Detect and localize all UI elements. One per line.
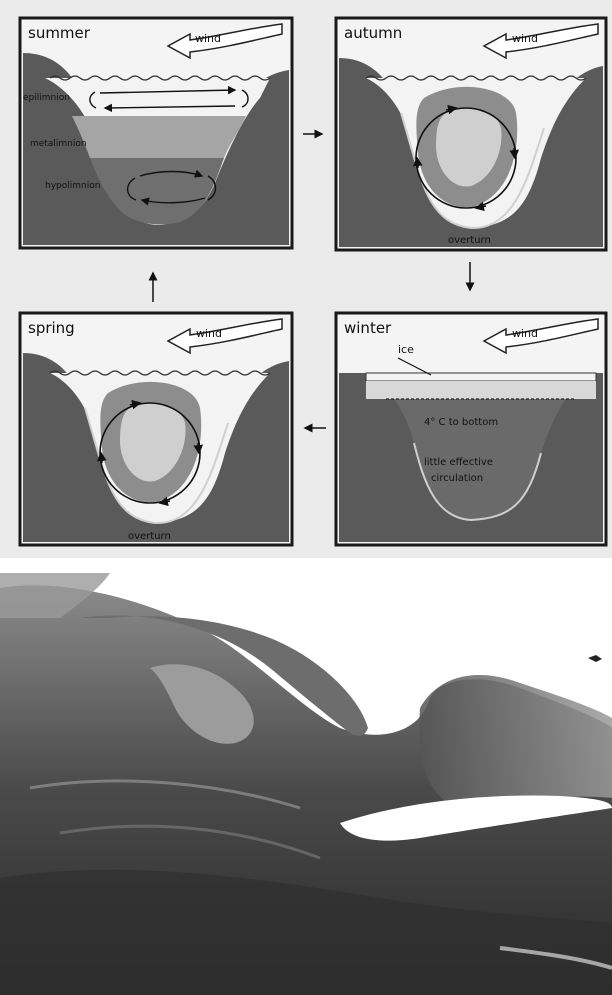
spring-panel: wind spring overturn: [20, 313, 292, 545]
ocean-wave-photo: [0, 558, 612, 995]
summer-metalimnion-band: [72, 116, 246, 158]
diagram-svg: wind summer epilimnion metalimnion hypol…: [0, 0, 612, 558]
summer-title: summer: [28, 24, 91, 42]
spring-title: spring: [28, 319, 75, 337]
lake-turnover-diagram: wind summer epilimnion metalimnion hypol…: [0, 0, 612, 558]
winter-circulation-note-line1: little effective: [424, 457, 493, 468]
winter-title: winter: [344, 319, 392, 337]
spring-wind-label: wind: [196, 327, 222, 340]
winter-wind-label: wind: [512, 327, 538, 340]
metalimnion-label: metalimnion: [30, 139, 87, 149]
autumn-title: autumn: [344, 24, 402, 42]
spring-overturn-label: overturn: [128, 531, 171, 542]
winter-panel: ice wind winter 4° C to bottom little ef…: [336, 313, 606, 545]
summer-panel: wind summer epilimnion metalimnion hypol…: [20, 18, 292, 248]
autumn-wind-label: wind: [512, 32, 538, 45]
summer-wind-label: wind: [195, 32, 221, 45]
winter-ice-label: ice: [398, 343, 414, 356]
autumn-panel: wind autumn overturn: [336, 18, 606, 250]
epilimnion-label: epilimnion: [23, 93, 70, 103]
hypolimnion-label: hypolimnion: [45, 181, 100, 191]
winter-temp-note: 4° C to bottom: [424, 417, 498, 428]
autumn-overturn-label: overturn: [448, 235, 491, 246]
wave-image: [0, 558, 612, 995]
winter-circulation-note-line2: circulation: [431, 473, 483, 484]
